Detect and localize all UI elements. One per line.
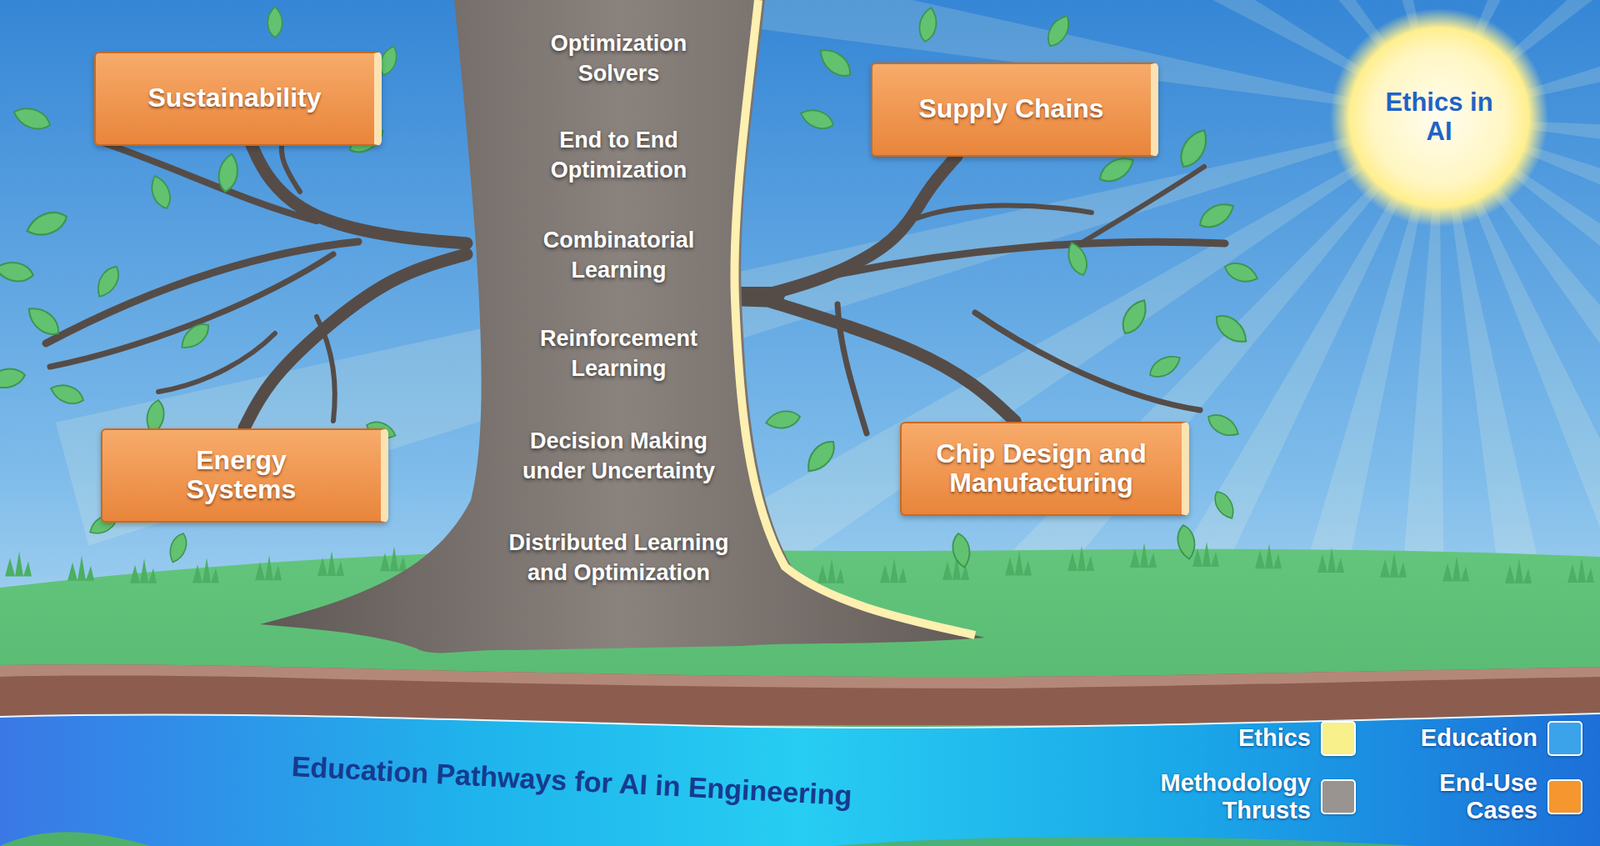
- legend-entry: Methodology Thrusts: [1119, 769, 1356, 825]
- leaf: [48, 380, 87, 409]
- leaf: [815, 43, 856, 82]
- grass-tuft: [317, 550, 345, 576]
- legend-swatch: [1320, 720, 1356, 756]
- leaf: [1210, 488, 1238, 523]
- leaf: [1195, 198, 1239, 234]
- legend-entry: Ethics: [1238, 720, 1356, 756]
- tree-branch: [770, 156, 957, 295]
- grass-tuft: [1567, 557, 1595, 583]
- legend-label: Methodology Thrusts: [1119, 769, 1311, 825]
- methodology-label: Optimization Solvers: [535, 28, 703, 90]
- legend-entry: End-Use Cases: [1404, 769, 1583, 825]
- leaf: [798, 105, 837, 134]
- legend-label: Education: [1420, 724, 1538, 752]
- leaf: [916, 6, 939, 44]
- methodology-label: Combinatorial Learning: [527, 225, 711, 286]
- leaf: [10, 103, 54, 134]
- leaf: [1175, 125, 1214, 172]
- tree-branch: [244, 254, 467, 429]
- node-label: Chip Design and Manufacturing: [920, 439, 1163, 498]
- leaf: [1117, 295, 1153, 339]
- leaf: [950, 531, 972, 569]
- grass-tuft: [1442, 556, 1470, 582]
- leaf: [267, 6, 282, 38]
- grass-tuft: [1317, 547, 1345, 573]
- grass-tuft: [67, 555, 95, 581]
- legend-swatch: [1547, 779, 1583, 815]
- education-river: Education Pathways for AI in Engineering: [0, 698, 1600, 846]
- leaf: [23, 301, 65, 340]
- grass-tuft: [1192, 541, 1220, 567]
- methodology-trunk: Optimization SolversEnd to End Optimizat…: [466, 16, 771, 617]
- leaf: [1145, 350, 1185, 383]
- ethics-sun: Ethics in AI: [1330, 8, 1549, 227]
- river-shape: [0, 698, 1600, 846]
- use-case-box: Energy Systems: [100, 428, 389, 523]
- grass-tuft: [817, 558, 845, 584]
- legend-label: Ethics: [1238, 724, 1311, 752]
- leaf: [1222, 259, 1261, 287]
- grass-tuft: [130, 558, 157, 584]
- grass-tuft: [255, 555, 282, 580]
- leaf: [147, 173, 175, 212]
- leaf: [1210, 310, 1252, 349]
- grass-tuft: [880, 557, 907, 583]
- tree-branch: [770, 301, 1015, 422]
- use-case-box: Chip Design and Manufacturing: [900, 421, 1190, 516]
- leaf: [215, 152, 240, 194]
- legend-swatch: [1547, 720, 1583, 756]
- use-case-box: Sustainability: [94, 51, 382, 146]
- leaf: [23, 207, 70, 241]
- grass-tuft: [5, 551, 32, 577]
- leaf: [176, 319, 214, 355]
- leaf: [1175, 523, 1197, 560]
- tree-branch: [251, 145, 467, 245]
- grass-tuft: [1130, 542, 1157, 568]
- methodology-label: Reinforcement Learning: [523, 323, 715, 385]
- grass-tuft: [1255, 543, 1282, 569]
- node-label: Sustainability: [147, 83, 321, 113]
- use-case-box: Supply Chains: [870, 62, 1159, 157]
- methodology-label: Decision Making under Uncertainty: [510, 425, 729, 487]
- leaf: [0, 365, 27, 390]
- node-label: Ethics in AI: [1385, 88, 1494, 146]
- leaf: [1095, 152, 1139, 188]
- leaf: [165, 530, 190, 565]
- grass-tuft: [192, 558, 220, 584]
- leaf: [1064, 240, 1092, 279]
- leaf: [0, 259, 35, 284]
- legend-label: End-Use Cases: [1404, 769, 1538, 825]
- grass-tuft: [1005, 550, 1032, 575]
- leaf: [1043, 11, 1075, 50]
- node-label: Supply Chains: [918, 94, 1104, 124]
- methodology-label: Distributed Learning and Optimization: [494, 527, 745, 589]
- leaf: [1204, 410, 1243, 442]
- leaf: [765, 408, 802, 430]
- methodology-label: End to End Optimization: [535, 125, 703, 186]
- leaf: [801, 435, 840, 477]
- legend-entry: Education: [1420, 720, 1583, 756]
- grass-tuft: [380, 545, 407, 571]
- grass-tuft: [1380, 552, 1407, 578]
- river-bank-top: [0, 664, 1600, 689]
- node-label: Energy Systems: [175, 445, 309, 505]
- grass-tuft: [1067, 545, 1095, 571]
- legend-swatch: [1320, 779, 1356, 815]
- leaf: [92, 262, 125, 301]
- grass-tuft: [1505, 558, 1532, 584]
